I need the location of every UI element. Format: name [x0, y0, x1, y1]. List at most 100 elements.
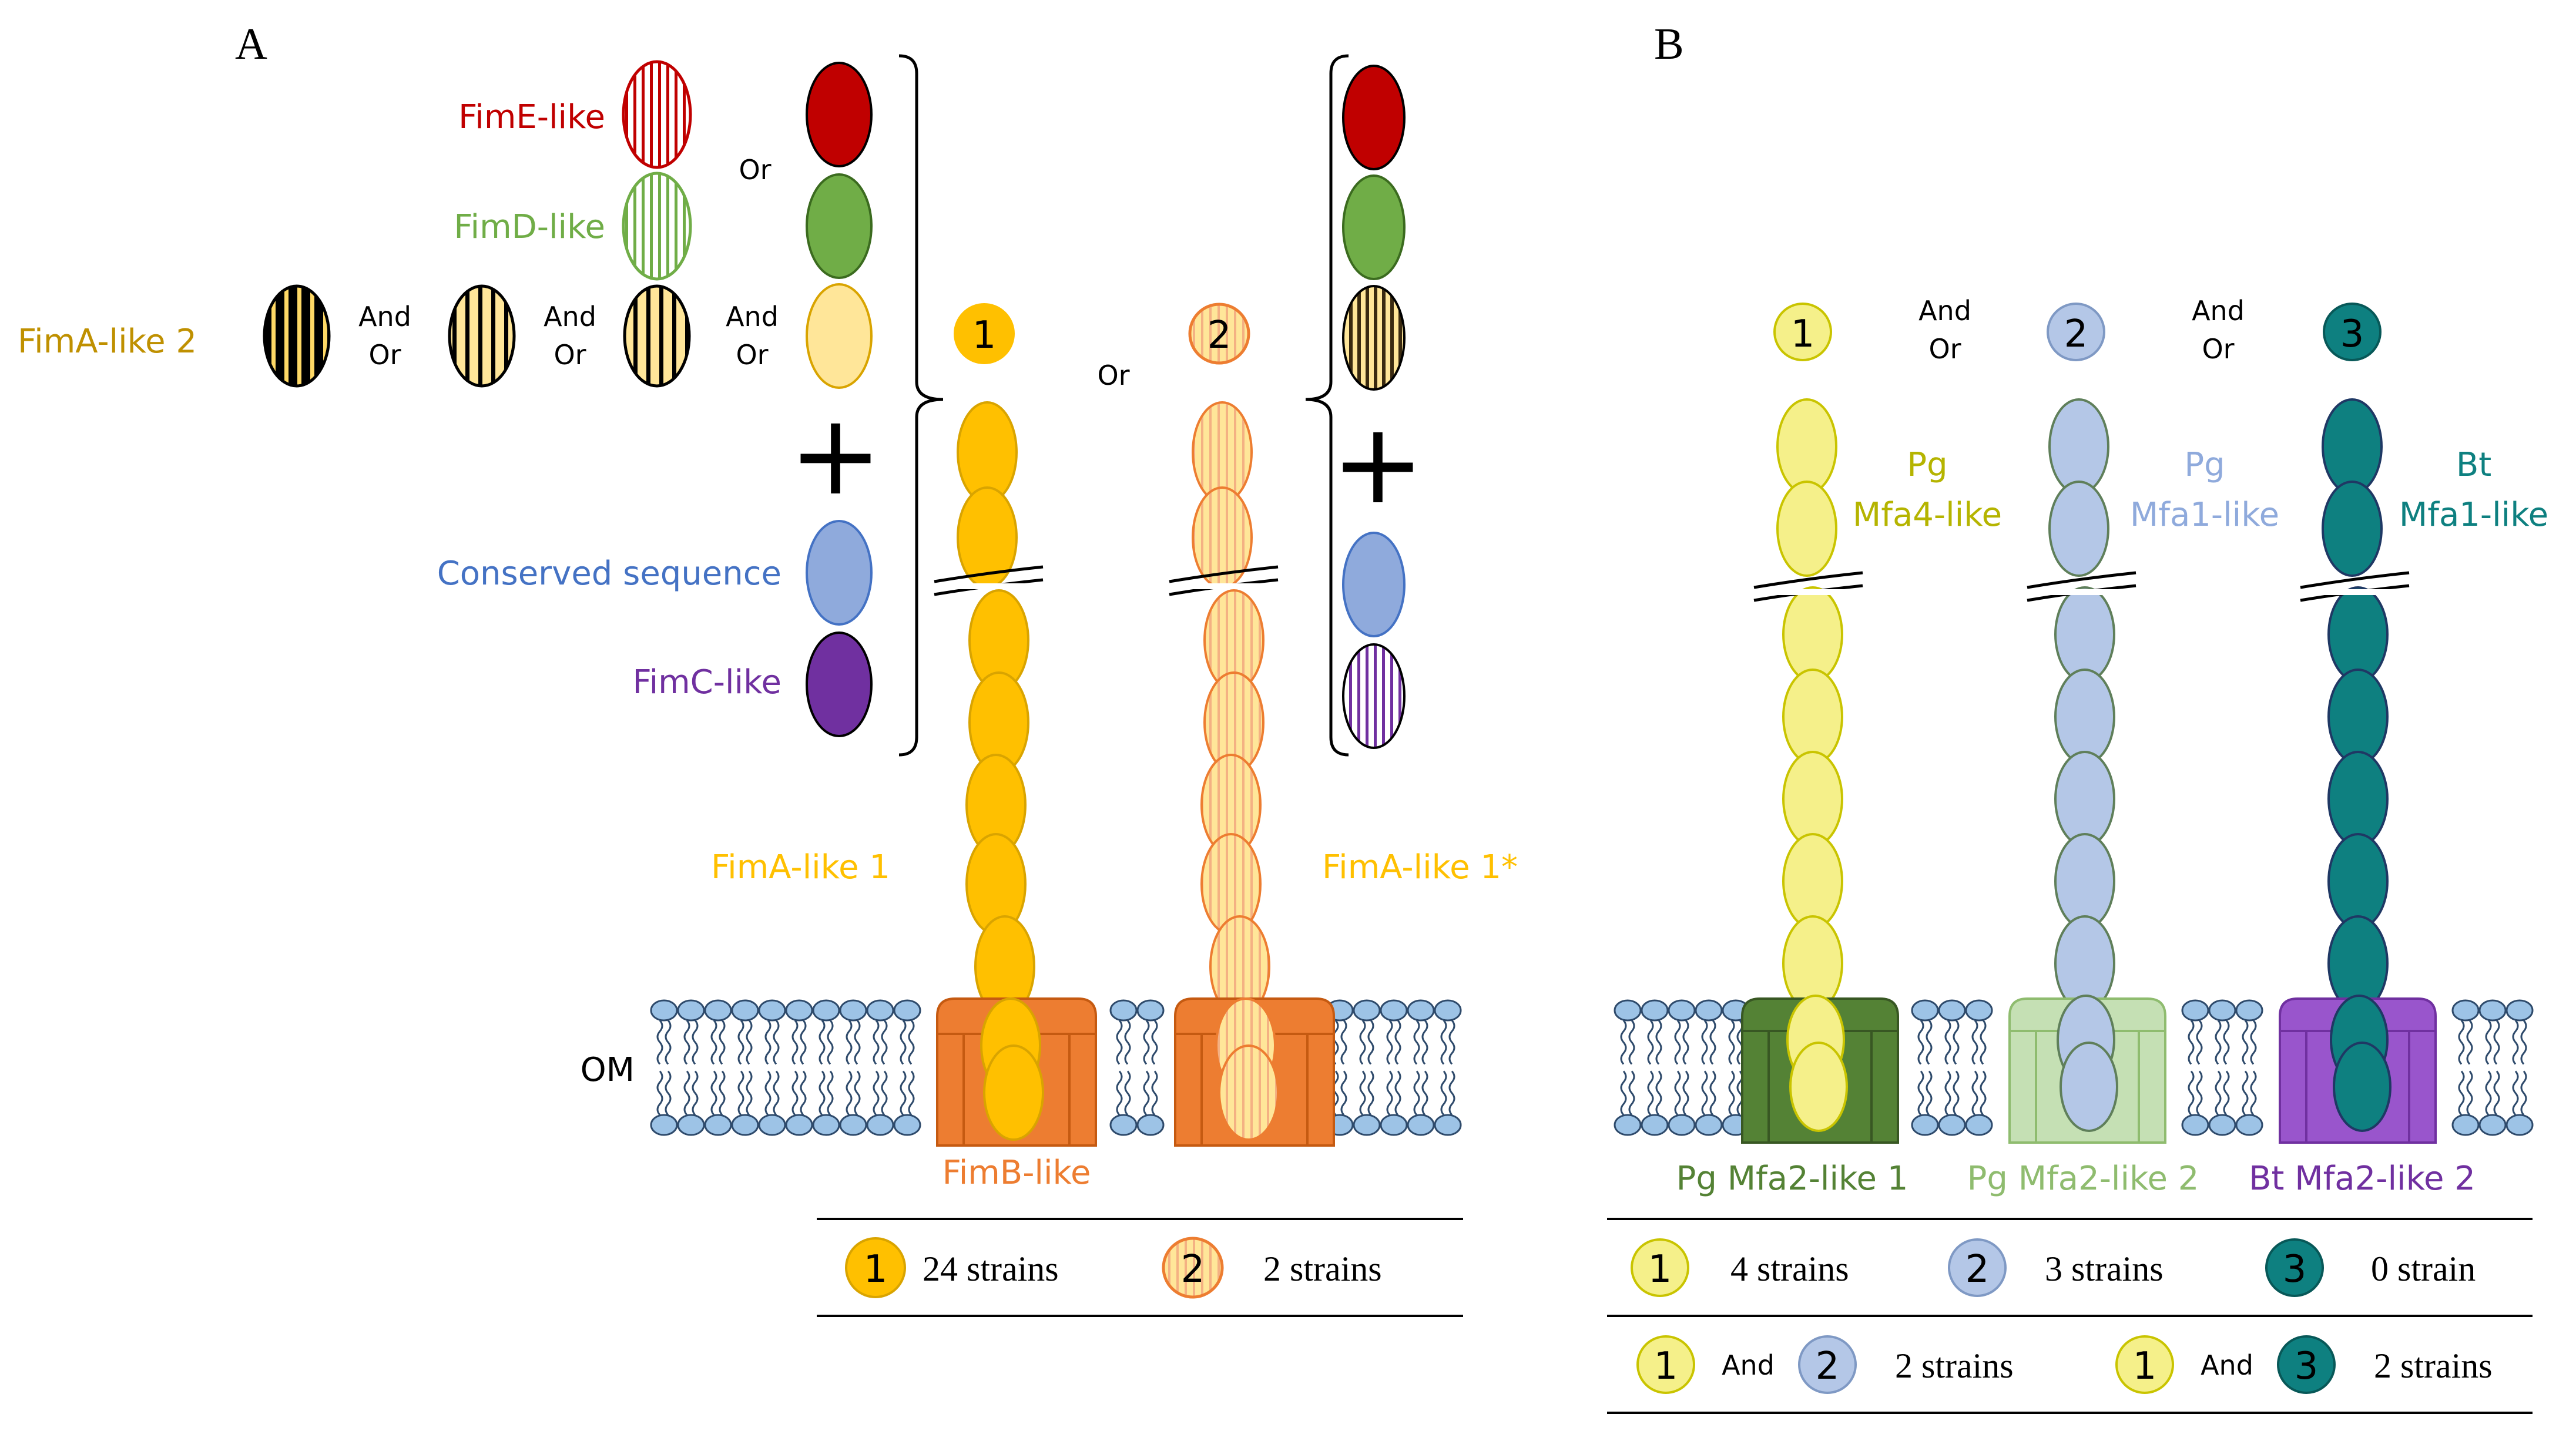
fima1-star-break — [1169, 565, 1279, 596]
lipid-tail — [1674, 1020, 1681, 1065]
table-b-r2-left-badge-1-label: 1 — [1654, 1345, 1678, 1388]
fimd-solid-ellipse-2 — [1342, 174, 1406, 280]
lipid-tail — [737, 1070, 744, 1116]
table-b-r1-count-3: 0 strain — [2371, 1249, 2476, 1288]
lipid-head — [839, 999, 867, 1022]
lipid-tail — [1367, 1020, 1374, 1065]
table-b-r2-right-badge-1-label: 1 — [2133, 1345, 2157, 1388]
lipid-tail — [1709, 1070, 1716, 1116]
lipid-head — [2478, 1114, 2507, 1136]
or-text: Or — [368, 339, 401, 371]
table-b-r2-left-badge-2 — [1798, 1335, 1857, 1394]
fimc-hatched-ellipse — [1342, 643, 1406, 749]
lipid-head — [1911, 999, 1939, 1022]
or-text: Or — [1097, 360, 1129, 391]
lipid-tail — [719, 1020, 726, 1065]
fimb-anchor-1 — [936, 997, 1097, 1147]
lipid-tail — [1917, 1020, 1924, 1065]
lipid-tail — [1359, 1020, 1366, 1065]
fima2-brown-ellipse — [1342, 285, 1406, 391]
lipid-head — [1380, 1114, 1408, 1136]
outer-membrane-b — [1614, 999, 2534, 1136]
lipid-tail — [764, 1020, 772, 1065]
lipid-tail — [2466, 1020, 2473, 1065]
lipid-tail — [900, 1070, 907, 1116]
lipid-tail — [1394, 1020, 1401, 1065]
lipid-head — [1668, 1114, 1696, 1136]
table-a-count-2: 2 strains — [1263, 1249, 1382, 1288]
fima1-star-label: FimA-like 1* — [1322, 848, 1518, 886]
lipid-tail — [1701, 1070, 1708, 1116]
lipid-head — [758, 1114, 786, 1136]
lipid-head — [1136, 1114, 1165, 1136]
bracket-left — [898, 54, 944, 757]
lipid-head — [650, 999, 678, 1022]
fima2-solid-ellipse — [806, 283, 873, 389]
lipid-tail — [2250, 1070, 2257, 1116]
lipid-tail — [656, 1070, 663, 1116]
panel-b-letter: B — [1654, 19, 1684, 69]
lipid-tail — [846, 1070, 853, 1116]
lipid-tail — [1709, 1020, 1716, 1065]
lipid-tail — [1440, 1020, 1447, 1065]
fime-label: FimE-like — [458, 98, 605, 136]
lipid-head — [1965, 999, 1993, 1022]
lipid-head — [1641, 1114, 1669, 1136]
bt-mfa2-2-label: Bt Mfa2-like 2 — [2249, 1160, 2476, 1198]
pg-mfa2-2-label: Pg Mfa2-like 2 — [1967, 1160, 2199, 1198]
lipid-head — [2235, 1114, 2263, 1136]
lipid-tail — [692, 1020, 699, 1065]
pg-mfa2-1-label: Pg Mfa2-like 1 — [1676, 1160, 1908, 1198]
fima1-break — [934, 565, 1044, 596]
and-text: And — [358, 301, 411, 332]
lipid-tail — [1682, 1020, 1689, 1065]
badge-2-label: 2 — [1208, 314, 1232, 357]
lipid-tail — [1655, 1070, 1662, 1116]
lipid-tail — [1116, 1070, 1123, 1116]
conserved-ellipse-2 — [1342, 532, 1406, 637]
table-b-r1-badge-3-label: 3 — [2283, 1248, 2307, 1291]
lipid-head — [1614, 999, 1642, 1022]
lipid-head — [1965, 1114, 1993, 1136]
lipid-tail — [2520, 1020, 2527, 1065]
bt-mfa2-2-anchor — [2279, 995, 2437, 1144]
lipid-tail — [665, 1020, 672, 1065]
lipid-tail — [656, 1020, 663, 1065]
lipid-tail — [1944, 1020, 1951, 1065]
pg-mfa4-label-line2: Mfa4-like — [1853, 496, 2002, 534]
lipid-head — [704, 1114, 732, 1136]
lipid-tail — [683, 1070, 690, 1116]
or-text: Or — [1928, 333, 1961, 365]
lipid-tail — [1728, 1020, 1735, 1065]
lipid-head — [650, 1114, 678, 1136]
or-text: Or — [554, 339, 586, 371]
lipid-tail — [819, 1020, 826, 1065]
fimc-label: FimC-like — [632, 663, 781, 701]
table-b-r2-right-badge-3 — [2277, 1335, 2336, 1394]
lipid-tail — [1628, 1020, 1635, 1065]
lipid-tail — [1728, 1070, 1735, 1116]
and-text: And — [726, 301, 779, 332]
fima2-variant-1 — [263, 284, 331, 388]
lipid-head — [2208, 1114, 2236, 1136]
badge-fima1-star — [1188, 303, 1250, 365]
lipid-tail — [2493, 1070, 2500, 1116]
lipid-tail — [1151, 1070, 1158, 1116]
lipid-tail — [1647, 1020, 1654, 1065]
lipid-tail — [2458, 1070, 2465, 1116]
lipid-head — [1136, 999, 1165, 1022]
pg-mfa2-2-anchor — [2008, 995, 2166, 1144]
lipid-tail — [1116, 1020, 1123, 1065]
table-a-badge-2 — [1162, 1237, 1224, 1299]
lipid-tail — [1674, 1070, 1681, 1116]
lipid-tail — [764, 1070, 772, 1116]
lipid-tail — [908, 1070, 915, 1116]
lipid-tail — [1953, 1020, 1960, 1065]
lipid-tail — [854, 1070, 861, 1116]
lipid-tail — [819, 1070, 826, 1116]
lipid-head — [2505, 1114, 2534, 1136]
pg-mfa4-stalk — [1776, 398, 1843, 1012]
plus-sign: + — [789, 390, 882, 520]
lipid-tail — [2188, 1070, 2195, 1116]
